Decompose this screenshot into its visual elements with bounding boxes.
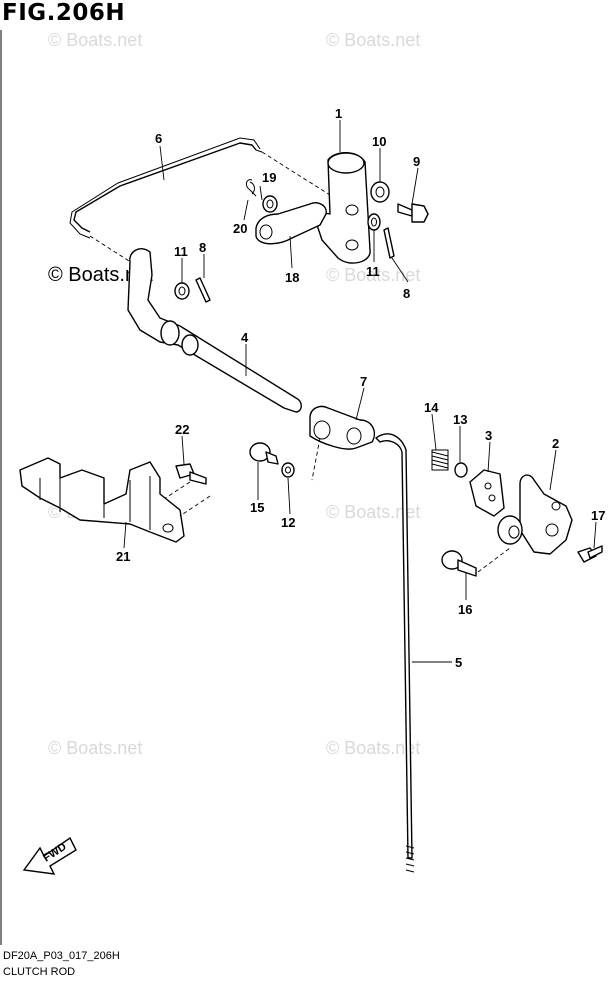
callout-8-left: 8 bbox=[199, 240, 206, 255]
callout-21: 21 bbox=[116, 549, 130, 564]
part-4-shaft bbox=[127, 248, 302, 413]
part-20-clip bbox=[245, 179, 257, 197]
watermark: © Boats.net bbox=[326, 502, 421, 522]
watermark-dark: © Boats.net bbox=[48, 264, 153, 286]
callout-11-right: 11 bbox=[366, 264, 380, 279]
part-13-ball bbox=[454, 462, 468, 478]
part-10-washer bbox=[370, 181, 390, 203]
callout-2: 2 bbox=[552, 436, 559, 451]
part-11-washer-left bbox=[174, 282, 190, 300]
callout-12: 12 bbox=[281, 515, 295, 530]
part-3-cam bbox=[469, 469, 505, 517]
callout-16: 16 bbox=[458, 602, 472, 617]
watermark: © Boats.net bbox=[48, 30, 143, 50]
callout-6: 6 bbox=[155, 131, 162, 146]
dash-line bbox=[149, 481, 191, 509]
part-11-washer bbox=[367, 213, 381, 231]
part-21-bracket bbox=[19, 457, 185, 543]
callout-22: 22 bbox=[175, 422, 189, 437]
part-6-rod bbox=[69, 137, 263, 239]
callout-11-left: 11 bbox=[174, 244, 188, 259]
part-16-bolt bbox=[441, 550, 477, 577]
part-9-bolt bbox=[397, 203, 429, 223]
part-15-bolt bbox=[249, 442, 279, 465]
callout-20: 20 bbox=[233, 221, 247, 236]
figure-code: DF20A_P03_017_206H bbox=[3, 950, 120, 962]
callout-17: 17 bbox=[591, 508, 605, 523]
callout-15: 15 bbox=[250, 500, 264, 515]
callout-10: 10 bbox=[372, 134, 386, 149]
callout-9: 9 bbox=[413, 154, 420, 169]
leader-lines bbox=[123, 120, 597, 663]
callout-4: 4 bbox=[241, 330, 249, 345]
callout-14: 14 bbox=[424, 400, 439, 415]
part-19-washer bbox=[262, 195, 278, 213]
part-12-washer bbox=[281, 462, 295, 478]
callout-3: 3 bbox=[485, 428, 492, 443]
part-5-rod bbox=[375, 433, 415, 873]
figure-title: FIG.206H bbox=[2, 0, 126, 26]
part-8-pin-left bbox=[195, 277, 211, 303]
watermark: © Boats.net bbox=[326, 30, 421, 50]
dash-line bbox=[179, 495, 211, 517]
callout-5: 5 bbox=[455, 655, 462, 670]
watermark: © Boats.net bbox=[48, 738, 143, 758]
watermark: © Boats.net bbox=[326, 265, 421, 285]
watermark: © Boats.net bbox=[326, 738, 421, 758]
part-14-spring bbox=[431, 449, 449, 471]
part-7-joint bbox=[309, 405, 376, 450]
part-17-screw bbox=[577, 545, 603, 563]
part-22-bolt bbox=[175, 463, 207, 485]
callout-13: 13 bbox=[453, 412, 467, 427]
callout-7: 7 bbox=[360, 374, 367, 389]
callout-18: 18 bbox=[285, 270, 299, 285]
dash-line bbox=[477, 547, 511, 573]
part-2-lever bbox=[497, 474, 573, 555]
part-8-pin bbox=[383, 227, 395, 259]
dash-line bbox=[311, 437, 321, 481]
callout-1: 1 bbox=[335, 106, 342, 121]
figure-name: CLUTCH ROD bbox=[3, 966, 76, 978]
part-18-link bbox=[255, 202, 327, 245]
callout-19: 19 bbox=[262, 170, 276, 185]
callout-8-right: 8 bbox=[403, 286, 410, 301]
fwd-arrow-icon: FWD bbox=[22, 836, 77, 875]
